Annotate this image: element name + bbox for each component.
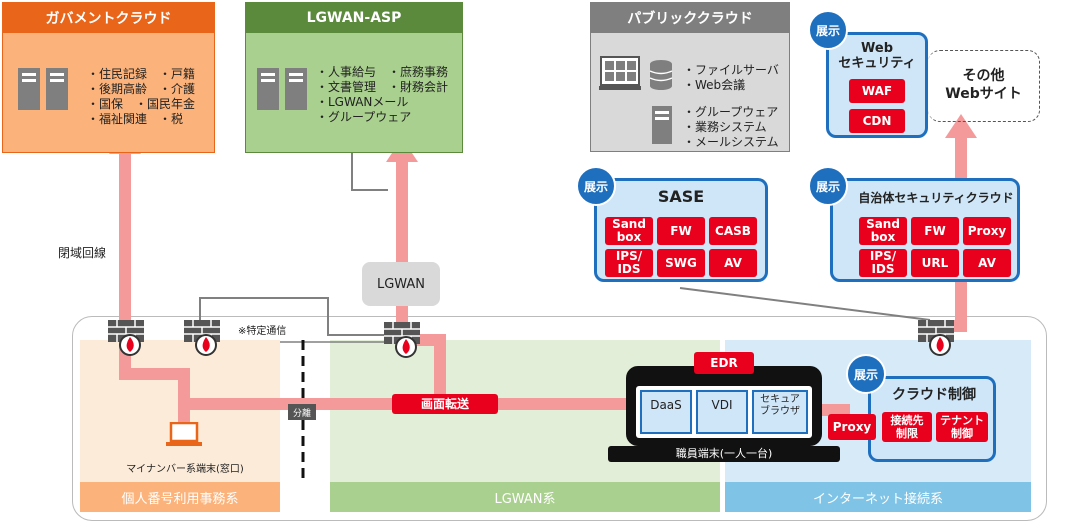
muni-security-cloud-box: 自治体セキュリティクラウド Sand box FW Proxy IPS/ IDS… <box>830 178 1020 282</box>
tenant-control-chip: テナント 制御 <box>936 412 988 442</box>
sase-box: SASE Sand box FW CASB IPS/ IDS SWG AV <box>594 178 768 282</box>
gov-route-bend <box>119 368 185 380</box>
public-cloud-box: パブリッククラウド ・ファイルサーバ ・Web会議 ・グループウェア ・業務シス… <box>590 2 790 152</box>
lgwan-asp-line <box>351 152 388 191</box>
other-websites-box: その他 Webサイト <box>928 50 1040 122</box>
public-cloud-title: パブリッククラウド <box>591 3 789 33</box>
waf-chip: WAF <box>849 79 905 103</box>
special-comm-line <box>199 297 392 336</box>
av-chip: AV <box>709 249 757 277</box>
firewall-icon <box>184 320 220 356</box>
lgwan-asp-title: LGWAN-ASP <box>246 3 462 33</box>
zone-internet-label: インターネット接続系 <box>725 482 1031 512</box>
exhibit-badge: 展示 <box>846 354 886 394</box>
special-comm-label: ※特定通信 <box>238 326 287 337</box>
ips-ids-chip: IPS/ IDS <box>859 249 907 277</box>
connection-restriction-chip: 接続先 制限 <box>882 412 932 442</box>
url-chip: URL <box>911 249 959 277</box>
gov-route-vertical <box>119 150 131 340</box>
closed-line-label: 閉域回線 <box>58 246 107 260</box>
secure-browser-label: セキュア ブラウザ <box>760 394 800 417</box>
proxy-chip: Proxy <box>828 414 876 440</box>
zone-lgwan-label: LGWAN系 <box>330 482 720 512</box>
staff-terminal-label: 職員端末(一人一台) <box>675 447 773 460</box>
web-route-arrowhead <box>945 114 977 138</box>
laptop-icon <box>166 422 202 446</box>
public-cloud-items-bottom: ・グループウェア ・業務システム ・メールシステム <box>683 105 779 149</box>
firewall-icon <box>108 320 144 356</box>
vdi-window: VDI <box>696 390 748 434</box>
exhibit-badge: 展示 <box>808 10 848 50</box>
web-security-box: Web セキュリティ WAF CDN <box>826 32 928 138</box>
swg-chip: SWG <box>657 249 705 277</box>
screen-transfer-label: 画面転送 <box>392 394 498 414</box>
ips-ids-chip: IPS/ IDS <box>605 249 653 277</box>
lgwan-route-down <box>434 334 446 404</box>
server-icon <box>18 68 68 110</box>
secure-browser-window: セキュア ブラウザ <box>752 390 808 434</box>
server-icon <box>652 106 672 144</box>
gov-cloud-items: ・住民記録 ・戸籍 ・後期高齢 ・介護 ・国保 ・国民年金 ・福祉関連 ・税 <box>87 67 196 126</box>
mynumber-terminal-label: マイナンバー系端末(窓口) <box>126 464 244 475</box>
other-websites-label: その他 Webサイト <box>945 68 1022 102</box>
server-icon <box>257 68 307 110</box>
sandbox-chip: Sand box <box>605 217 653 245</box>
edr-label: EDR <box>694 352 754 374</box>
sase-title: SASE <box>657 187 705 206</box>
lgwan-asp-items: ・人事給与 ・庶務事務 ・文書管理 ・財務会計 ・LGWANメール ・グループウ… <box>316 65 449 124</box>
fw-chip: FW <box>911 217 959 245</box>
exhibit-badge: 展示 <box>576 166 616 206</box>
av-chip: AV <box>963 249 1011 277</box>
web-conference-icon <box>599 56 641 90</box>
proxy-chip: Proxy <box>963 217 1011 245</box>
gov-cloud-box: ガバメントクラウド ・住民記録 ・戸籍 ・後期高齢 ・介護 ・国保 ・国民年金 … <box>2 2 215 153</box>
staff-terminal-base <box>608 446 840 462</box>
web-security-title: Web セキュリティ <box>838 41 916 71</box>
gov-cloud-title: ガバメントクラウド <box>3 3 214 33</box>
cdn-chip: CDN <box>849 109 905 133</box>
lgwan-route-vertical <box>396 160 408 342</box>
exhibit-badge: 展示 <box>808 166 848 206</box>
sase-link-line <box>679 287 931 321</box>
cloud-control-title: クラウド制御 <box>892 387 976 403</box>
daas-window: DaaS <box>640 390 692 434</box>
lgwan-node: LGWAN <box>362 262 440 306</box>
zone-individual-label: 個人番号利用事務系 <box>80 482 280 512</box>
fw-chip: FW <box>657 217 705 245</box>
muni-security-cloud-title: 自治体セキュリティクラウド <box>858 191 1014 205</box>
daas-label: DaaS <box>650 398 682 412</box>
public-cloud-items-top: ・ファイルサーバ ・Web会議 <box>683 63 779 92</box>
sandbox-chip: Sand box <box>859 217 907 245</box>
separation-label: 分離 <box>288 404 316 420</box>
vdi-label: VDI <box>711 398 733 412</box>
firewall-icon <box>384 322 420 358</box>
environment-frame <box>72 316 1047 521</box>
staff-terminal: DaaS VDI セキュア ブラウザ <box>626 366 822 446</box>
lgwan-asp-box: LGWAN-ASP ・人事給与 ・庶務事務 ・文書管理 ・財務会計 ・LGWAN… <box>245 2 463 153</box>
firewall-icon <box>918 320 954 356</box>
database-icon <box>649 60 673 90</box>
casb-chip: CASB <box>709 217 757 245</box>
